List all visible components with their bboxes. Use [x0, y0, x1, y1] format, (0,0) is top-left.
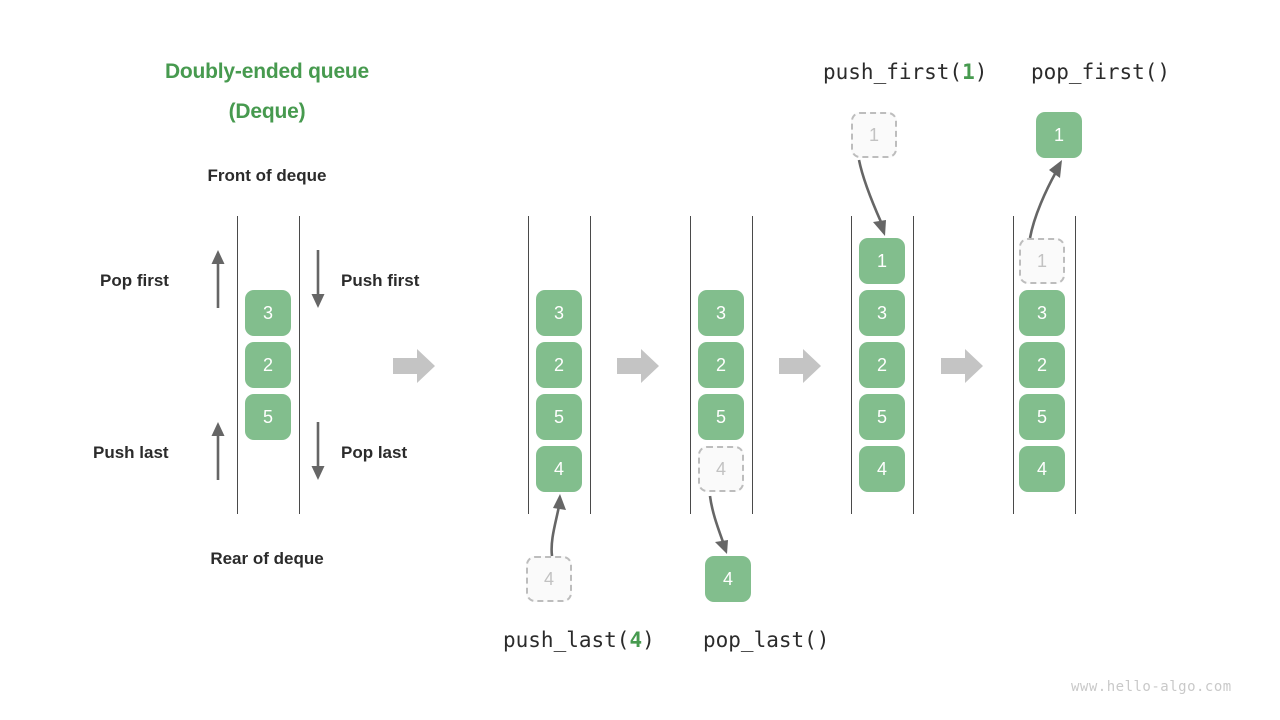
node-stage4-3: 5 — [859, 394, 905, 440]
pop-first-arrow-icon — [211, 250, 225, 308]
node-stage4-0: 1 — [859, 238, 905, 284]
node-stage3-3: 4 — [698, 446, 744, 492]
node-stage4-1: 3 — [859, 290, 905, 336]
node-left-2: 5 — [245, 394, 291, 440]
pop-last-arrow-icon — [311, 422, 325, 480]
pop-first-label: Pop first — [100, 271, 169, 290]
node-stage3-outgoing: 4 — [705, 556, 751, 602]
pop-first-flow-arrow-icon — [1028, 160, 1062, 239]
node-stage2-incoming: 4 — [526, 556, 572, 602]
diagram-title-line1: Doubly-ended queue — [164, 60, 370, 83]
diagram-title-line2: (Deque) — [228, 100, 306, 123]
rail-stage5-front — [1013, 216, 1014, 514]
transition-arrow-1-icon — [393, 349, 435, 383]
node-stage2-2: 5 — [536, 394, 582, 440]
node-left-1: 2 — [245, 342, 291, 388]
push-last-arrow-icon — [211, 422, 225, 480]
node-stage2-0: 3 — [536, 290, 582, 336]
node-stage5-4: 4 — [1019, 446, 1065, 492]
rail-stage3-front — [690, 216, 691, 514]
rail-stage5-rear — [1075, 216, 1076, 514]
push-last-op-arg: 4 — [629, 628, 643, 652]
node-stage3-0: 3 — [698, 290, 744, 336]
rail-left-rear — [299, 216, 300, 514]
push-first-operation-label: push_first(1) — [823, 60, 987, 84]
transition-arrow-2-icon — [617, 349, 659, 383]
node-stage5-3: 5 — [1019, 394, 1065, 440]
push-last-label: Push last — [93, 443, 169, 462]
push-first-arrow-icon — [311, 250, 325, 308]
node-stage5-0: 1 — [1019, 238, 1065, 284]
rear-of-deque-label: Rear of deque — [210, 549, 324, 568]
rail-stage2-front — [528, 216, 529, 514]
node-stage5-outgoing: 1 — [1036, 112, 1082, 158]
push-first-label: Push first — [341, 271, 420, 290]
push-last-operation-label: push_last(4) — [503, 628, 655, 652]
push-last-op-close: ) — [642, 628, 655, 652]
node-stage3-1: 2 — [698, 342, 744, 388]
node-stage5-2: 2 — [1019, 342, 1065, 388]
transition-arrow-4-icon — [941, 349, 983, 383]
push-first-flow-arrow-icon — [857, 159, 886, 236]
push-first-op-name: push_first( — [823, 60, 963, 84]
push-last-flow-arrow-icon — [550, 494, 566, 557]
node-stage4-4: 4 — [859, 446, 905, 492]
node-stage4-incoming: 1 — [851, 112, 897, 158]
node-stage2-3: 4 — [536, 446, 582, 492]
pop-last-label: Pop last — [341, 443, 408, 462]
rail-stage2-rear — [590, 216, 591, 514]
pop-last-flow-arrow-icon — [708, 495, 728, 554]
node-stage5-1: 3 — [1019, 290, 1065, 336]
rail-stage3-rear — [752, 216, 753, 514]
rail-left-front — [237, 216, 238, 514]
node-stage4-2: 2 — [859, 342, 905, 388]
push-last-op-name: push_last( — [503, 628, 630, 652]
rail-stage4-rear — [913, 216, 914, 514]
push-first-op-arg: 1 — [962, 60, 975, 84]
push-first-op-close: ) — [974, 60, 988, 84]
node-left-0: 3 — [245, 290, 291, 336]
pop-last-operation-label: pop_last() — [703, 628, 830, 652]
transition-arrow-3-icon — [779, 349, 821, 383]
pop-first-operation-label: pop_first() — [1031, 60, 1171, 84]
watermark: www.hello-algo.com — [1071, 679, 1232, 695]
rail-stage4-front — [851, 216, 852, 514]
node-stage2-1: 2 — [536, 342, 582, 388]
node-stage3-2: 5 — [698, 394, 744, 440]
front-of-deque-label: Front of deque — [207, 166, 327, 185]
